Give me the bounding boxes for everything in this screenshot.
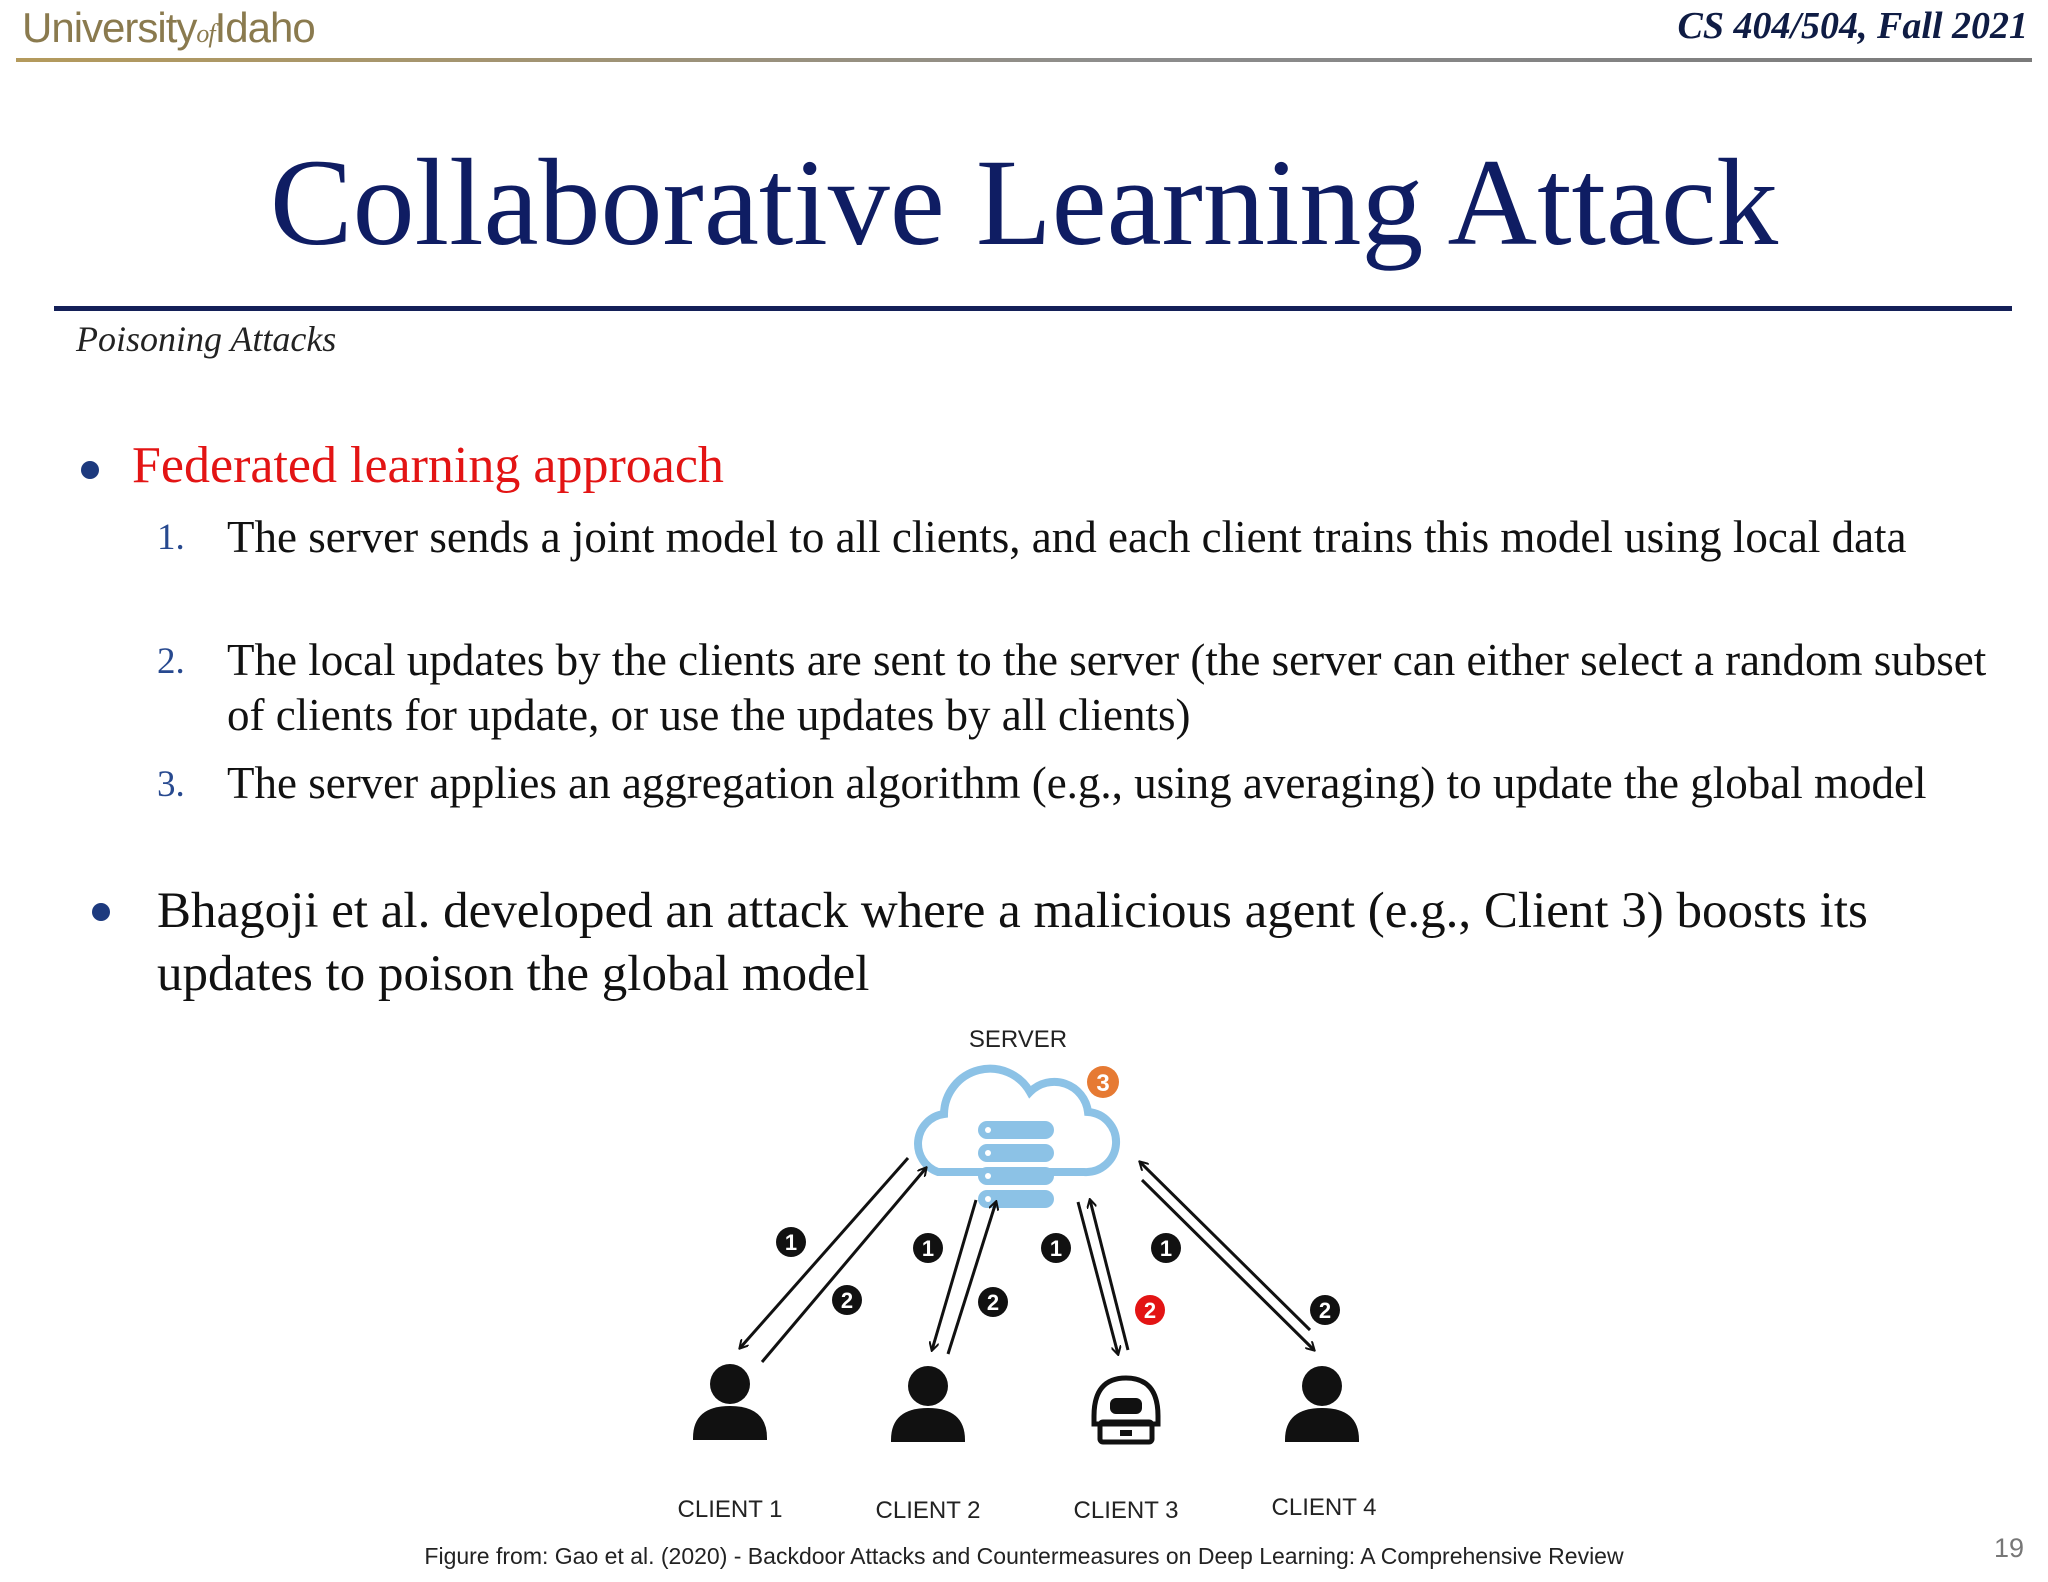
- step-number-2: 2.: [157, 641, 185, 682]
- client-label-1: CLIENT 1: [678, 1496, 783, 1523]
- arrow-icon: [1140, 1178, 1314, 1350]
- bullet-bhagoji-attack: Bhagoji et al. developed an attack where…: [157, 883, 1868, 1002]
- person-icon: [1285, 1366, 1359, 1442]
- send-step-badge: 1: [913, 1233, 943, 1263]
- logo-university: University: [22, 4, 197, 51]
- send-step-badge: 1: [1041, 1233, 1071, 1263]
- send-step-badge: 1: [776, 1227, 806, 1257]
- update-step-badge: 2: [832, 1285, 862, 1315]
- malicious-update-step-badge: 2: [1135, 1295, 1165, 1325]
- hacker-icon: [1091, 1375, 1161, 1445]
- client-label-2: CLIENT 2: [876, 1497, 981, 1524]
- svg-text:1: 1: [1050, 1236, 1062, 1261]
- svg-text:2: 2: [987, 1290, 999, 1315]
- svg-text:1: 1: [922, 1236, 934, 1261]
- svg-text:1: 1: [785, 1230, 797, 1255]
- logo-of: of: [196, 19, 215, 48]
- svg-text:1: 1: [1160, 1236, 1172, 1261]
- bullet-federated-learning: Federated learning approach: [132, 437, 724, 494]
- svg-text:3: 3: [1096, 1070, 1109, 1097]
- federated-learning-diagram: SERVER 3 1 2 1 2: [678, 1026, 1377, 1524]
- header-rule: [16, 58, 2032, 62]
- client-label-4: CLIENT 4: [1272, 1494, 1377, 1521]
- update-step-badge: 2: [978, 1287, 1008, 1317]
- logo-idaho: Idaho: [214, 4, 316, 51]
- update-step-badge: 2: [1310, 1295, 1340, 1325]
- server-label: SERVER: [969, 1026, 1067, 1053]
- person-icon: [891, 1366, 965, 1442]
- send-step-badge: 1: [1151, 1233, 1181, 1263]
- course-label: CS 404/504, Fall 2021: [1677, 5, 2029, 47]
- person-icon: [693, 1364, 767, 1440]
- arrow-icon: [1076, 1201, 1118, 1354]
- page-number: 19: [1993, 1533, 2024, 1563]
- svg-text:2: 2: [841, 1288, 853, 1313]
- step-text-1: The server sends a joint model to all cl…: [227, 512, 1907, 562]
- svg-text:2: 2: [1144, 1298, 1156, 1323]
- arrow-icon: [740, 1157, 910, 1348]
- step-number-3: 3.: [157, 764, 185, 805]
- aggregate-step-badge: 3: [1087, 1066, 1119, 1098]
- title-rule: [54, 306, 2012, 311]
- arrow-icon: [1140, 1162, 1312, 1332]
- slide-subtitle: Poisoning Attacks: [76, 319, 337, 359]
- arrow-icon: [1090, 1200, 1130, 1351]
- slide-title: Collaborative Learning Attack: [269, 134, 1779, 271]
- step-number-1: 1.: [157, 517, 185, 558]
- step-text-3: The server applies an aggregation algori…: [227, 758, 1927, 808]
- svg-text:2: 2: [1319, 1298, 1331, 1323]
- arrow-icon: [932, 1199, 978, 1350]
- client-label-3: CLIENT 3: [1074, 1497, 1179, 1524]
- university-logo: UniversityofIdaho: [22, 4, 316, 52]
- bullet-dot: [92, 903, 110, 921]
- bullet-dot: [81, 461, 99, 479]
- figure-caption: Figure from: Gao et al. (2020) - Backdoo…: [424, 1543, 1624, 1569]
- arrow-icon: [946, 1202, 996, 1355]
- arrow-icon: [760, 1168, 926, 1363]
- cloud-server-icon: [914, 1064, 1121, 1208]
- step-text-2: The local updates by the clients are sen…: [227, 635, 1987, 740]
